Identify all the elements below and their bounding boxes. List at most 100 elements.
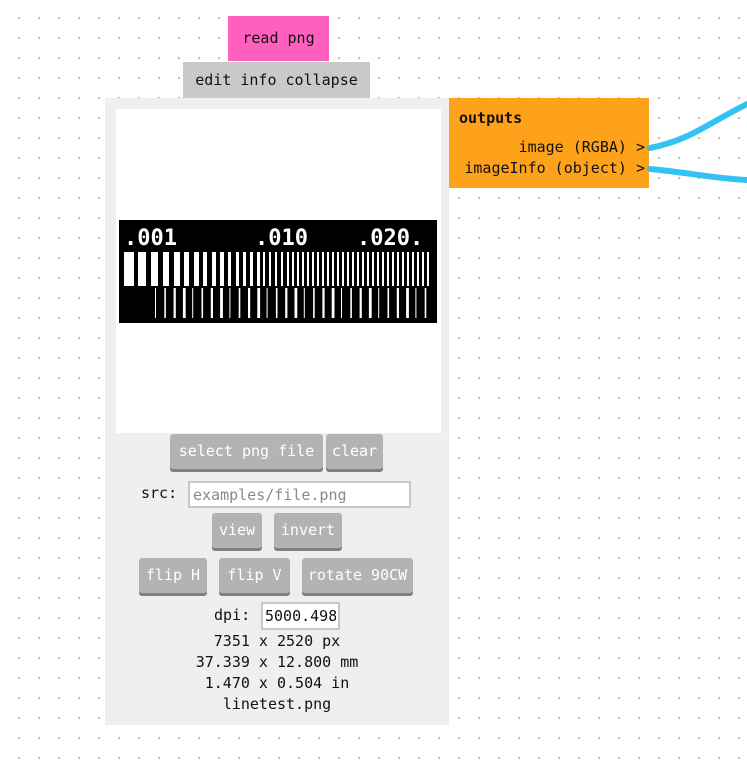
lower-line-19 — [331, 288, 335, 318]
upper-bar-7 — [203, 252, 207, 286]
upper-bar-17 — [275, 252, 277, 286]
src-input[interactable] — [188, 481, 411, 508]
upper-bar-15 — [263, 252, 265, 286]
wire-imageinfo-output[interactable] — [647, 166, 747, 183]
upper-bar-6 — [194, 252, 199, 286]
lower-line-28 — [415, 288, 417, 318]
upper-bar-1 — [138, 252, 146, 286]
module-title[interactable]: read png — [228, 16, 329, 61]
lower-line-3 — [182, 288, 186, 318]
outputs-panel: outputs image (RGBA) > imageInfo (object… — [449, 98, 649, 188]
lower-line-5 — [201, 288, 204, 318]
output-port-imageinfo-label: imageInfo (object) — [464, 159, 627, 177]
upper-bar-14 — [257, 252, 260, 286]
lower-line-21 — [350, 288, 352, 318]
upper-bar-41 — [397, 252, 399, 286]
lower-line-27 — [406, 288, 409, 318]
invert-button[interactable]: invert — [274, 513, 342, 548]
upper-bar-18 — [281, 252, 283, 286]
upper-bar-42 — [402, 252, 404, 286]
upper-bar-40 — [392, 252, 394, 286]
preview-label-020: .020. — [357, 226, 423, 251]
upper-bar-10 — [228, 252, 231, 286]
lower-line-2 — [173, 288, 176, 318]
lower-line-9 — [238, 288, 241, 318]
upper-bar-30 — [342, 252, 344, 286]
outputs-title: outputs — [459, 109, 523, 127]
upper-bar-27 — [327, 252, 329, 286]
upper-bar-2 — [151, 252, 158, 286]
output-port-image[interactable]: image (RGBA) > — [519, 138, 645, 156]
preview-label-001: .001 — [124, 226, 177, 251]
output-port-image-marker[interactable]: > — [635, 138, 645, 156]
size-in: 1.470 x 0.504 in — [204, 674, 350, 692]
select-png-file-button[interactable]: select png file — [170, 434, 323, 469]
upper-bar-5 — [184, 252, 189, 286]
upper-bar-45 — [417, 252, 419, 286]
file-name: linetest.png — [222, 695, 332, 713]
size-px: 7351 x 2520 px — [213, 632, 341, 650]
lower-line-6 — [210, 288, 213, 318]
lower-line-15 — [294, 288, 298, 318]
image-preview: .001 .010 .020. — [116, 109, 441, 433]
upper-bar-33 — [357, 252, 359, 286]
lower-line-22 — [359, 288, 362, 318]
upper-bar-34 — [362, 252, 364, 286]
lower-line-25 — [387, 288, 390, 318]
upper-bar-23 — [307, 252, 309, 286]
lower-line-11 — [257, 288, 261, 318]
upper-bar-32 — [352, 252, 354, 286]
lower-line-4 — [192, 288, 194, 318]
upper-bar-0 — [124, 252, 134, 286]
lower-line-14 — [285, 288, 288, 318]
lower-line-16 — [303, 288, 305, 318]
dpi-label: dpi: — [214, 606, 251, 624]
output-port-imageinfo-marker[interactable]: > — [635, 159, 645, 177]
upper-bar-12 — [243, 252, 246, 286]
lower-line-0 — [155, 288, 156, 318]
flip-h-button[interactable]: flip H — [139, 558, 207, 593]
lower-line-29 — [424, 288, 427, 318]
upper-bar-24 — [312, 252, 314, 286]
output-port-image-label: image (RGBA) — [518, 138, 627, 156]
upper-bar-9 — [220, 252, 224, 286]
lower-line-17 — [313, 288, 315, 318]
flip-v-button[interactable]: flip V — [219, 558, 290, 593]
lower-line-10 — [248, 288, 251, 318]
rotate-90cw-button[interactable]: rotate 90CW — [302, 558, 413, 593]
lower-line-1 — [164, 288, 166, 318]
upper-bar-31 — [347, 252, 349, 286]
upper-bar-19 — [287, 252, 289, 286]
upper-bar-13 — [250, 252, 253, 286]
upper-bar-20 — [292, 252, 294, 286]
upper-bar-28 — [332, 252, 334, 286]
dpi-input[interactable] — [261, 602, 340, 630]
upper-bar-36 — [372, 252, 374, 286]
module-actions-bar[interactable]: edit info collapse — [183, 62, 370, 98]
upper-bar-21 — [297, 252, 299, 286]
upper-bars — [124, 252, 429, 286]
wire-image-output[interactable] — [647, 101, 747, 151]
lower-line-20 — [341, 288, 342, 318]
view-button[interactable]: view — [212, 513, 262, 548]
lower-line-24 — [378, 288, 380, 318]
upper-bar-3 — [163, 252, 169, 286]
upper-bar-29 — [337, 252, 339, 286]
lower-lines — [155, 288, 427, 318]
upper-bar-47 — [427, 252, 429, 286]
lower-line-13 — [275, 288, 278, 318]
upper-bar-11 — [236, 252, 239, 286]
upper-bar-44 — [412, 252, 414, 286]
upper-bar-46 — [422, 252, 424, 286]
output-port-imageinfo[interactable]: imageInfo (object) > — [464, 159, 645, 177]
upper-bar-38 — [382, 252, 384, 286]
lower-line-12 — [266, 288, 268, 318]
lower-line-26 — [396, 288, 399, 318]
lower-line-7 — [220, 288, 223, 318]
preview-label-010: .010 — [255, 226, 308, 251]
upper-bar-26 — [322, 252, 324, 286]
upper-bar-4 — [174, 252, 180, 286]
upper-bar-39 — [387, 252, 389, 286]
upper-bar-43 — [407, 252, 409, 286]
clear-button[interactable]: clear — [326, 434, 383, 469]
